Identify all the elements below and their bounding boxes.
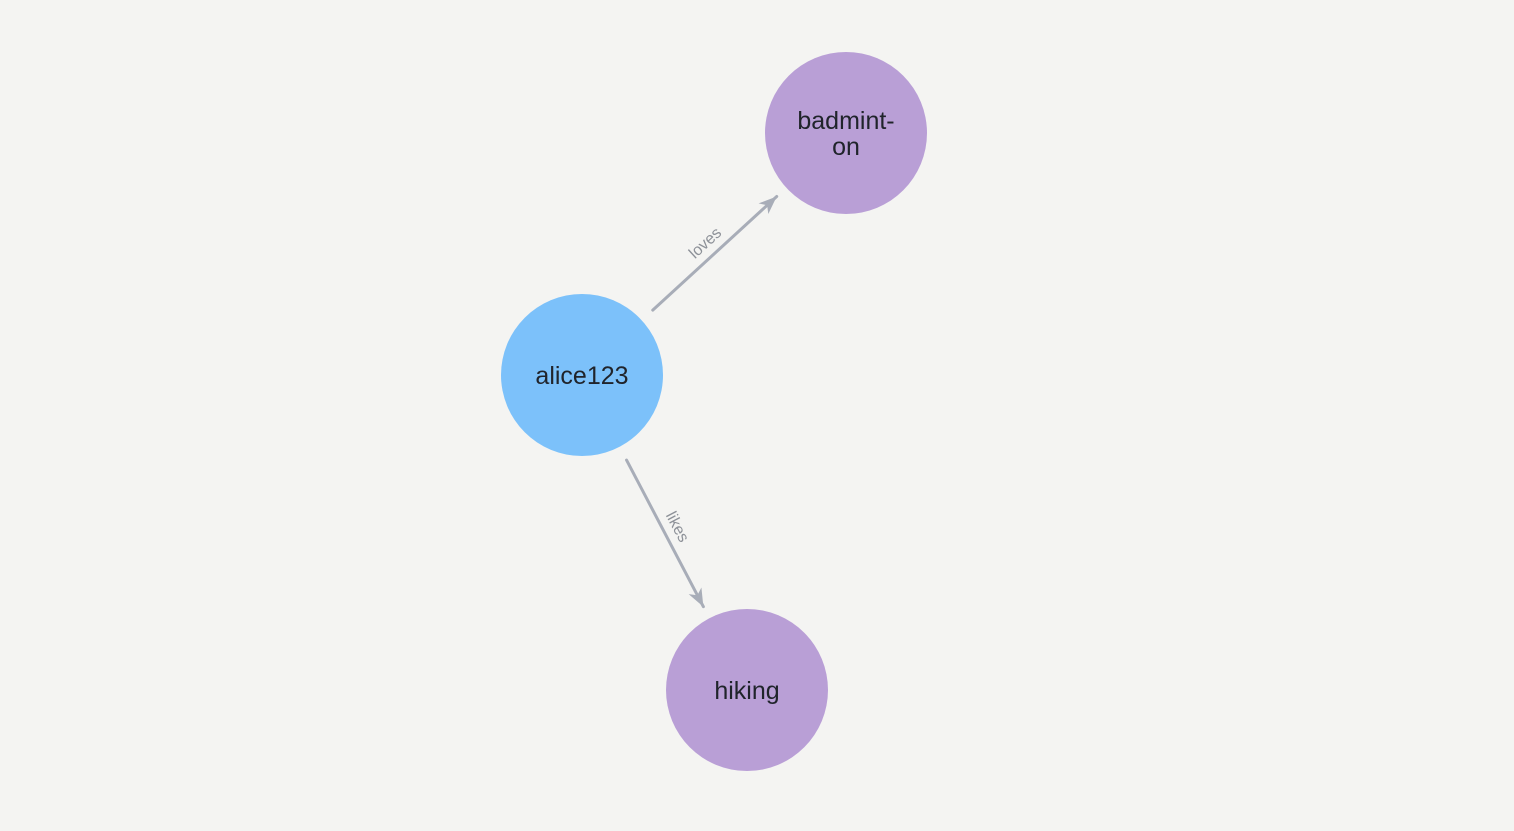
- node-circle[interactable]: [501, 294, 663, 456]
- node-label: alice123: [535, 362, 628, 390]
- edge-label[interactable]: likes: [662, 509, 692, 545]
- node-label: badmint-on: [797, 107, 894, 161]
- node-circle[interactable]: [666, 609, 828, 771]
- edge-label[interactable]: loves: [686, 224, 725, 262]
- graph-node-hiking[interactable]: hiking: [666, 609, 828, 771]
- edge-line[interactable]: [625, 458, 705, 609]
- edge-line[interactable]: [651, 195, 779, 312]
- graph-node-alice123[interactable]: alice123: [501, 294, 663, 456]
- graph-node-badminton[interactable]: badmint-on: [765, 52, 927, 214]
- node-label: hiking: [714, 677, 779, 705]
- graph-edge-likes[interactable]: likes: [625, 458, 705, 609]
- node-circle[interactable]: [765, 52, 927, 214]
- graph-edge-loves[interactable]: loves: [651, 195, 779, 312]
